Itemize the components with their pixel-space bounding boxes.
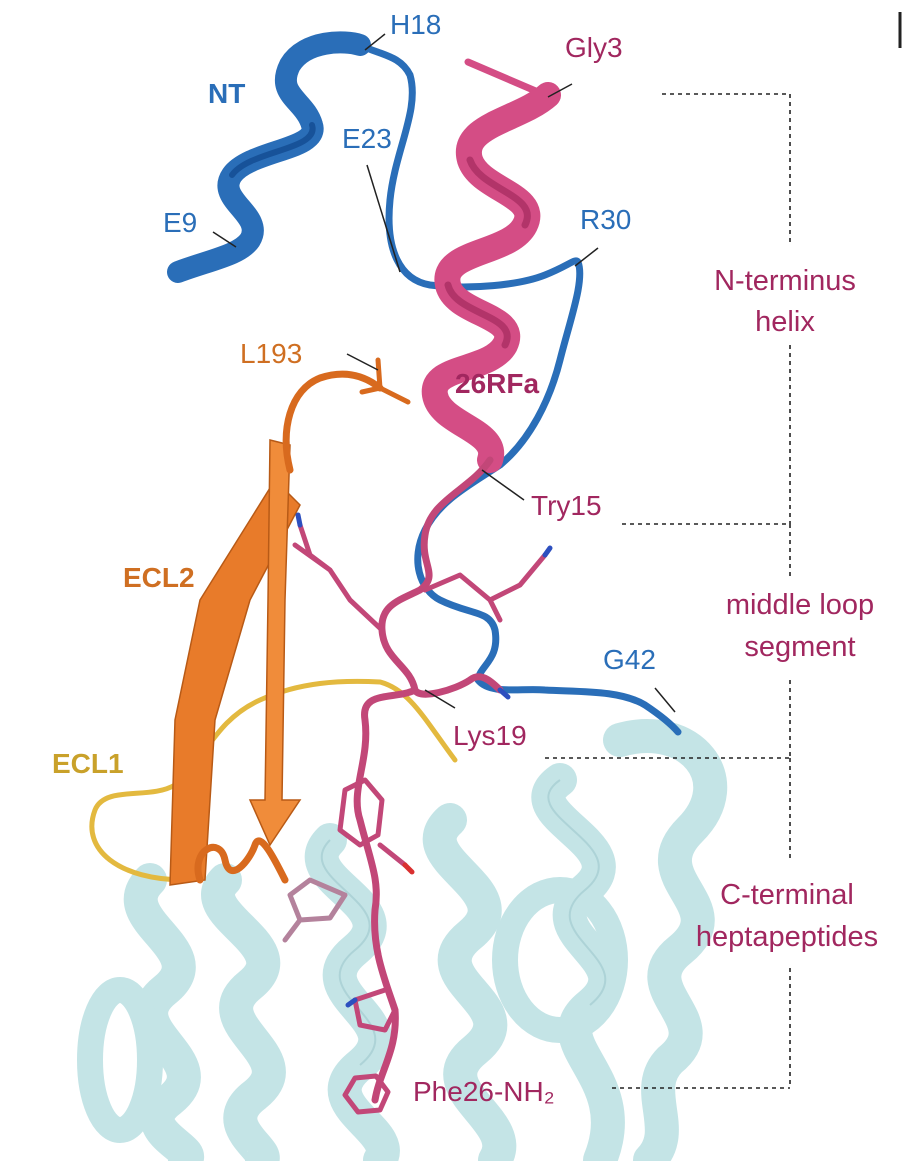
tm-helix-8 [77,977,163,1143]
label-r30: R30 [580,204,631,235]
tm-helix-2 [201,863,286,1166]
leader-g42 [654,687,676,713]
label-nt: NT [208,78,245,109]
tm-helix-5 [531,763,625,1166]
label-ecl1: ECL1 [52,748,124,779]
receptor-n-terminus [167,31,682,736]
label-ecl2: ECL2 [123,562,195,593]
leader-gly3 [547,83,573,98]
leader-e9 [212,231,237,248]
segment-helix-line1: N-terminus [714,265,856,297]
segment-hepta-line2: heptapeptides [696,921,878,953]
segment-labels: N-terminus helix middle loop segment C-t… [696,265,878,953]
tm-helix-6 [603,719,728,1166]
label-e9: E9 [163,207,197,238]
segment-brackets [545,93,791,1089]
leader-try15 [481,469,525,501]
tm-helix-4 [422,803,517,1166]
ecl2-hairpin [169,357,411,886]
peptide-sidechain-3 [337,777,408,868]
nt-helix-shade [229,122,316,178]
label-try15: Try15 [531,490,602,521]
segment-helix-line2: helix [755,306,815,338]
leader-lys19 [424,689,456,709]
tm-helix-edge-2 [547,779,607,1006]
ecl2-strand-2 [248,439,302,847]
segment-loop-line1: middle loop [726,589,874,621]
leader-h18 [364,33,386,51]
leader-e23 [366,164,401,273]
peptide-o-atoms [402,862,415,875]
peptide-n-atoms [295,512,553,1008]
segment-hepta-line1: C-terminal [720,879,854,911]
label-e23: E23 [342,123,392,154]
residue-labels: NT H18 Gly3 E23 E9 R30 L193 26RFa Try15 … [52,9,656,1107]
tm-helix-7 [492,877,628,1043]
label-g42: G42 [603,644,656,675]
label-phe26: Phe26-NH₂ [413,1076,555,1107]
label-h18: H18 [390,9,441,40]
ecl2-l193-sidechain [359,357,411,405]
peptide-helix-shade [444,156,531,349]
leader-l193 [346,353,379,371]
leader-lines [212,33,676,713]
peptide-26rfa [282,58,561,1115]
ecl2-top-loop [282,370,384,474]
label-l193: L193 [240,338,302,369]
nt-coil [356,41,682,736]
ecl2-bottom-coil [194,837,289,884]
segment-loop-line2: segment [744,631,855,663]
peptide-n-stub [464,58,549,99]
peptide-sidechain-4 [282,877,348,943]
label-gly3: Gly3 [565,32,623,63]
peptide-sidechain-1 [292,522,385,633]
label-lys19: Lys19 [453,720,527,751]
peptide-phe26-ring [342,1073,391,1115]
peptide-sidechain-2 [422,552,548,623]
label-26rfa: 26RFa [455,368,539,399]
leader-r30 [574,247,599,267]
peptide-sidechain-5 [352,987,398,1033]
